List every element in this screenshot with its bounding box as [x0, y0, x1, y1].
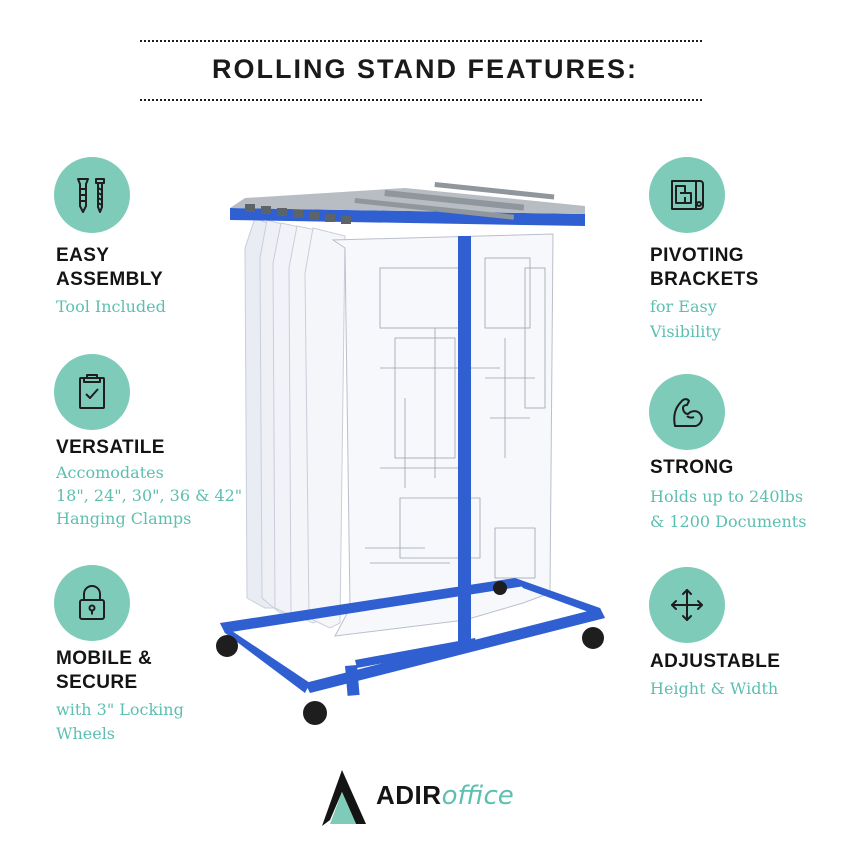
feature-subtitle-line: for Easy [650, 297, 717, 316]
feature-mobile-secure: MOBILE & SECURE with 3" Locking Wheels [56, 647, 276, 746]
feature-subtitle-line: 18", 24", 30", 36 & 42" [56, 486, 243, 505]
logo-mark-icon [322, 770, 366, 826]
feature-subtitle-line: Height & Width [650, 679, 779, 698]
feature-title-line: VERSATILE [56, 437, 165, 458]
feature-title-line: BRACKETS [650, 269, 759, 290]
feature-subtitle-line: Visibility [650, 322, 721, 341]
feature-title-line: MOBILE & [56, 648, 153, 669]
feature-subtitle-line: Tool Included [56, 297, 166, 316]
blueprint-scroll-icon [649, 157, 725, 233]
feature-easy-assembly: EASY ASSEMBLY Tool Included [56, 244, 276, 319]
bottom-dotted-rule [140, 99, 702, 101]
logo-bold-text: ADIR [376, 780, 442, 810]
feature-strong: STRONG Holds up to 240lbs & 1200 Documen… [650, 456, 850, 534]
blue-frame [220, 236, 605, 696]
feature-title-line: ADJUSTABLE [650, 651, 781, 672]
feature-title-line: SECURE [56, 672, 138, 693]
feature-versatile: VERSATILE Accomodates 18", 24", 30", 36 … [56, 436, 296, 531]
anchor-screw-icon [54, 157, 130, 233]
feature-title-line: STRONG [650, 457, 734, 478]
feature-subtitle-line: Hanging Clamps [56, 509, 192, 528]
flexed-arm-icon [649, 374, 725, 450]
feature-subtitle-line: Holds up to 240lbs [650, 487, 804, 506]
feature-pivoting-brackets: PIVOTING BRACKETS for Easy Visibility [650, 244, 850, 344]
padlock-icon [54, 565, 130, 641]
feature-adjustable: ADJUSTABLE Height & Width [650, 650, 850, 701]
adir-office-logo: ADIRoffice [318, 768, 548, 830]
feature-subtitle-line: Wheels [56, 724, 116, 743]
feature-subtitle-line: with 3" Locking [56, 700, 184, 719]
logo-italic-text: office [441, 781, 514, 811]
page-title: ROLLING STAND FEATURES: [212, 54, 638, 84]
clipboard-check-icon [54, 354, 130, 430]
feature-title-line: ASSEMBLY [56, 269, 164, 290]
hanging-blueprint-sheets [244, 217, 554, 637]
feature-subtitle-line: Accomodates [56, 463, 164, 482]
top-rail [230, 182, 585, 226]
top-dotted-rule [140, 40, 702, 42]
locking-wheels [216, 581, 604, 725]
rolling-stand-image [216, 182, 605, 725]
feature-title-line: PIVOTING [650, 245, 744, 266]
logo-wordmark: ADIRoffice [376, 780, 514, 811]
feature-title-line: EASY [56, 245, 110, 266]
four-way-arrows-icon [649, 567, 725, 643]
feature-subtitle-line: & 1200 Documents [650, 512, 807, 531]
